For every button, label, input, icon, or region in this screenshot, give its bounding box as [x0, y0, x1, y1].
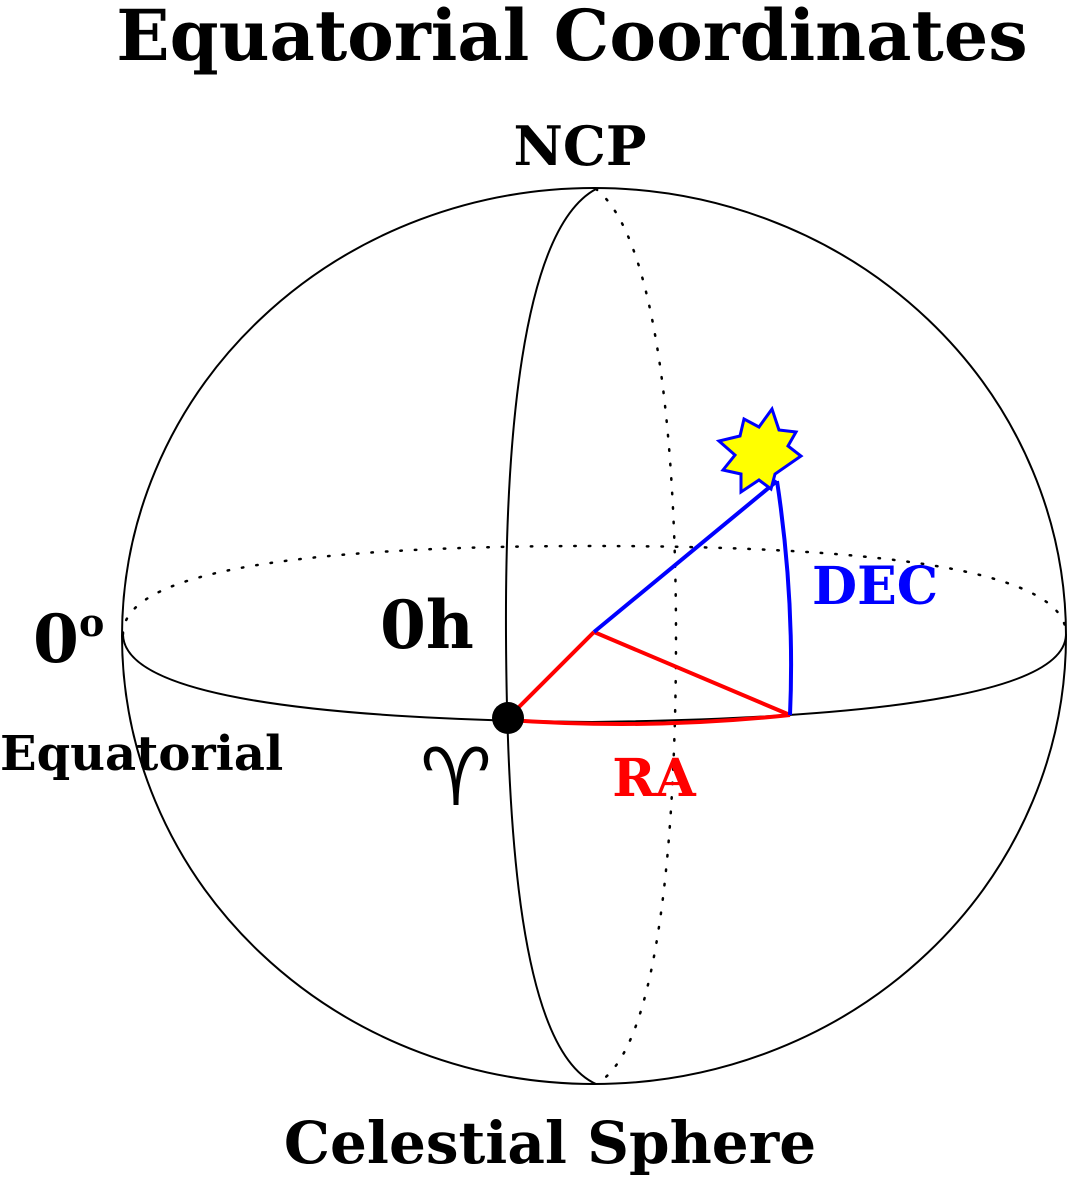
star-icon — [715, 405, 804, 495]
dec-arc — [775, 480, 794, 716]
dec-star-vector — [592, 479, 779, 634]
ra-projection-line — [593, 630, 791, 717]
equator-front — [122, 633, 1067, 724]
degree-superscript: o — [79, 600, 104, 645]
equatorial-label: Equatorial — [0, 726, 283, 782]
vernal-equinox-symbol: ♈ — [420, 731, 492, 824]
dec-label: DEC — [812, 556, 938, 617]
meridian-front — [504, 188, 597, 1085]
zero-degree-label: 0o — [33, 600, 104, 678]
diagram-caption: Celestial Sphere — [284, 1109, 816, 1177]
vernal-equinox-point — [492, 702, 524, 734]
celestial-sphere-outline — [121, 187, 1067, 1085]
ncp-label: NCP — [514, 114, 647, 178]
ra-radius-line — [506, 630, 596, 720]
zero-degree-value: 0 — [33, 600, 79, 678]
diagram-title: Equatorial Coordinates — [116, 0, 1027, 77]
zero-hour-label: 0h — [380, 586, 474, 664]
equator-back — [121, 544, 1068, 636]
ra-arc — [507, 713, 791, 726]
ra-label: RA — [612, 748, 696, 809]
